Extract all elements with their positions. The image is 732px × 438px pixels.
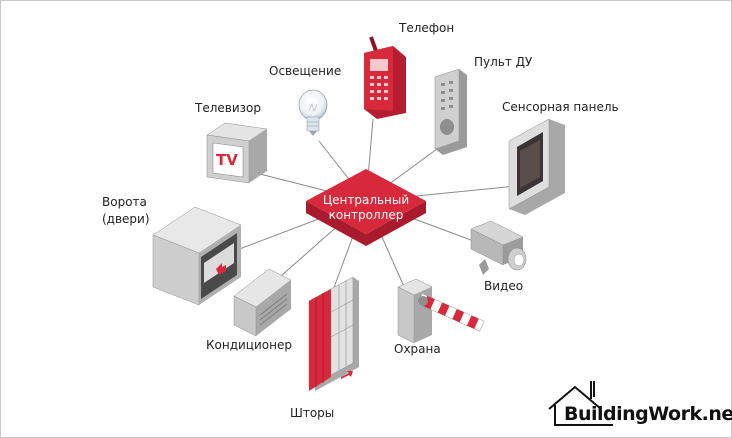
- touch-panel-device: [509, 119, 565, 215]
- lightbulb-device: [299, 90, 327, 136]
- label-remote: Пульт ДУ: [474, 55, 532, 69]
- label-touch-panel: Сенсорная панель: [502, 100, 619, 114]
- label-phone: Телефон: [399, 21, 454, 35]
- central-controller-line1: Центральный: [306, 193, 426, 208]
- label-gate-line1: Ворота: [102, 195, 147, 209]
- label-security: Охрана: [394, 342, 441, 356]
- remote-device: [435, 69, 467, 155]
- label-video: Видео: [484, 279, 523, 293]
- central-controller-label: Центральный контроллер: [306, 193, 426, 223]
- label-aircon: Кондиционер: [206, 338, 292, 352]
- video-camera-device: [471, 221, 526, 275]
- label-tv: Телевизор: [195, 101, 261, 115]
- site-logo-text: BuildingWork.net: [564, 403, 732, 425]
- phone-device: [364, 37, 406, 119]
- tv-screen-text: TV: [216, 151, 238, 169]
- air-conditioner-device: [234, 269, 291, 336]
- gate-device: [153, 207, 241, 305]
- label-lighting: Освещение: [269, 64, 341, 78]
- central-controller-line2: контроллер: [306, 208, 426, 223]
- curtains-device: [309, 277, 359, 391]
- label-gate-line2: (двери): [102, 212, 150, 226]
- label-curtains: Шторы: [290, 406, 334, 420]
- security-barrier-device: [398, 279, 484, 343]
